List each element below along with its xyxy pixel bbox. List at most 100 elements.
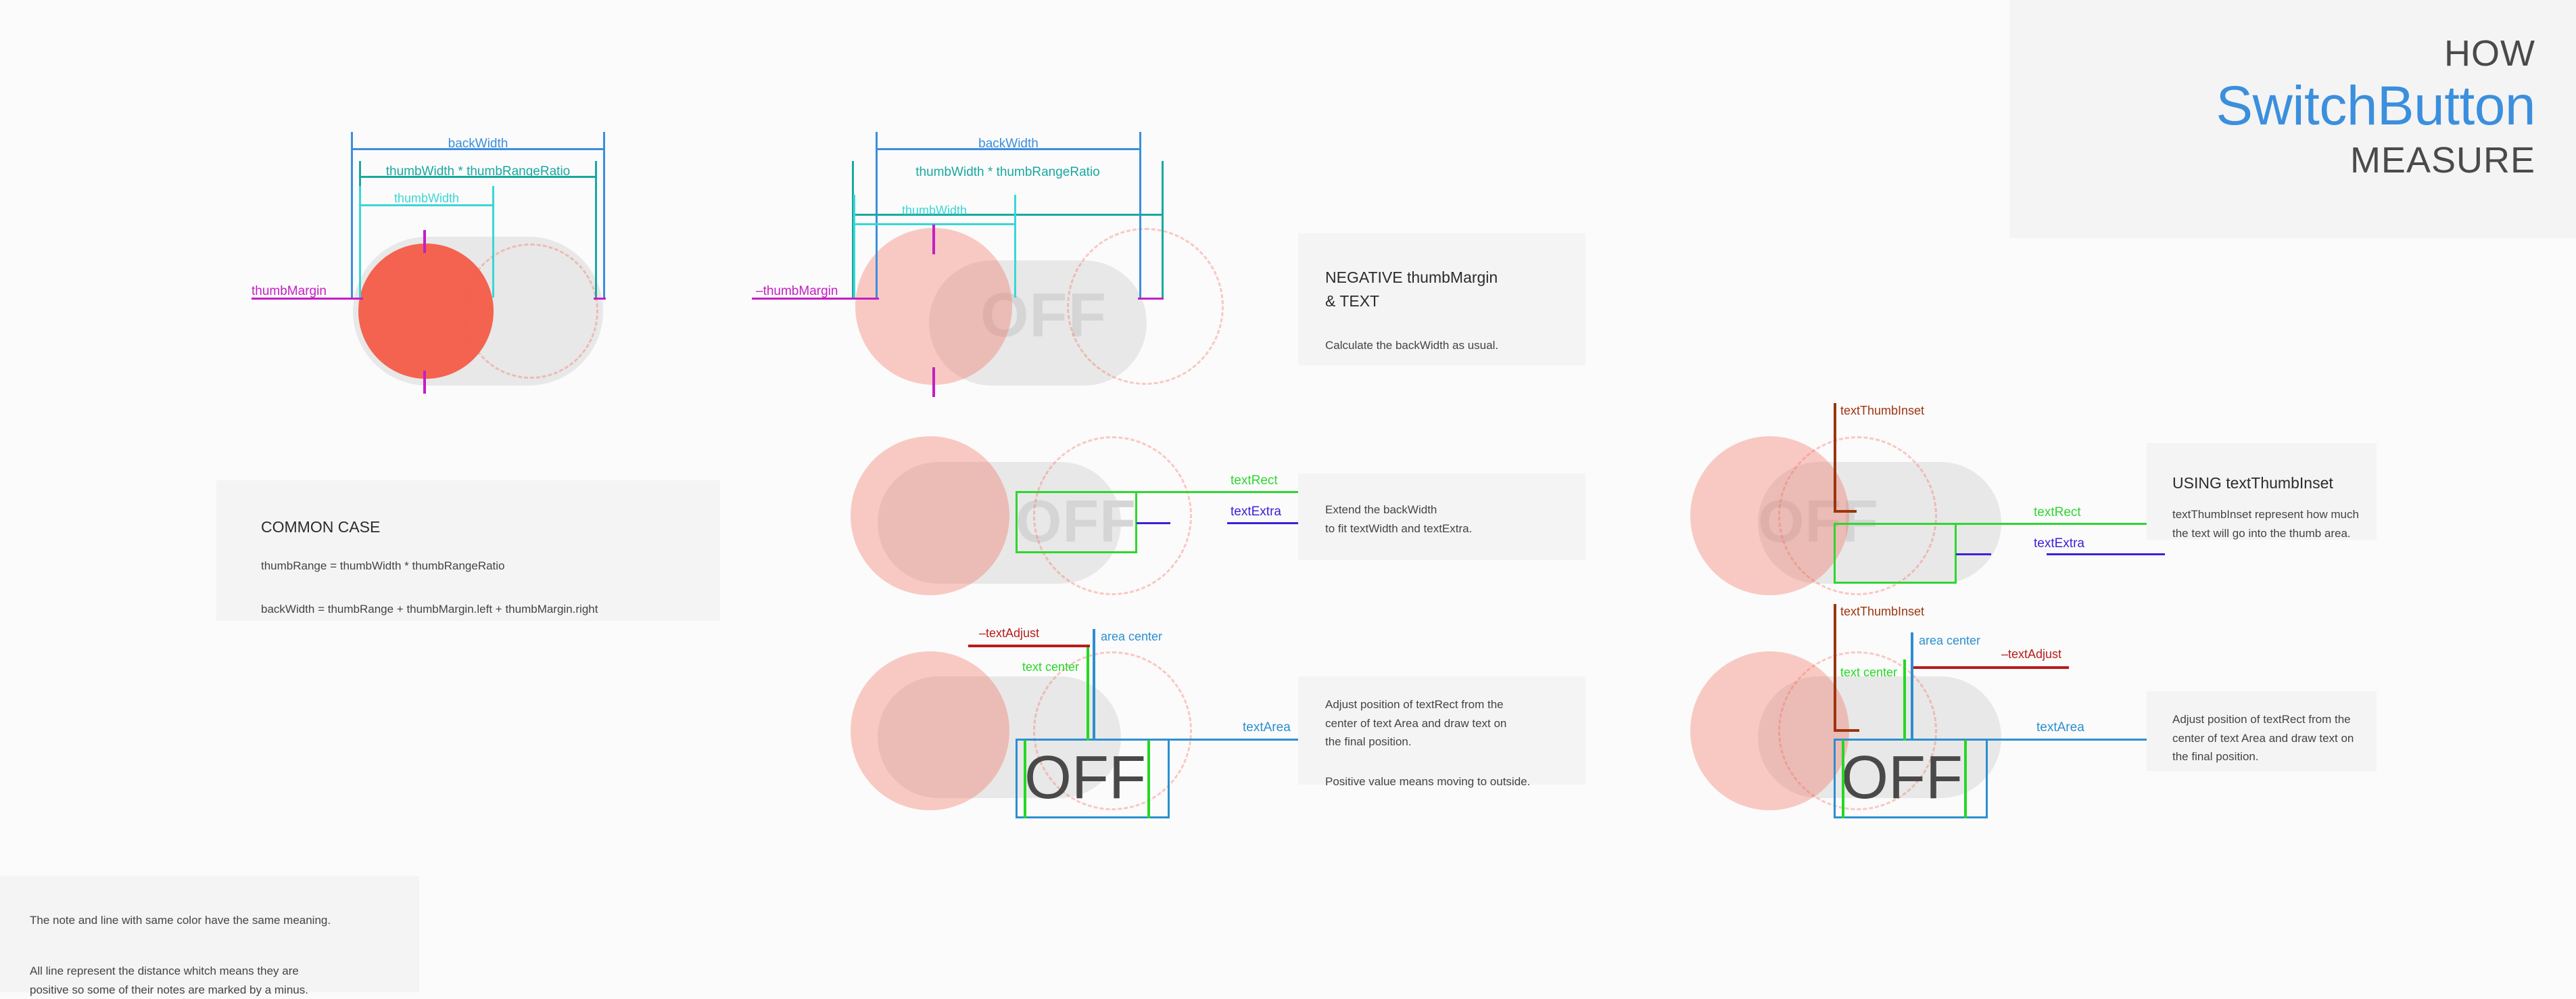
note-negative-margin-title: NEGATIVE thumbMargin & TEXT xyxy=(1325,269,1498,310)
backwidth-left-tick xyxy=(351,132,353,298)
thumbwidth-right-tick xyxy=(492,186,494,298)
diagram-text-thumb-inset: OFF textThumbInset textRect textExtra xyxy=(1690,403,2165,595)
area-center-line xyxy=(1093,629,1095,741)
note-card-adjust-middle: Adjust position of textRect from the cen… xyxy=(1298,676,1585,788)
text-adjust-label: –textAdjust xyxy=(2001,647,2062,661)
note-common-case-title: COMMON CASE xyxy=(261,518,381,536)
note-adjust-middle-body1: Adjust position of textRect from the cen… xyxy=(1325,698,1507,749)
thumbwidth-left-tick xyxy=(359,186,361,298)
neg-thumbmargin-bottom-tick xyxy=(932,367,935,397)
header-measure-label: MEASURE xyxy=(2350,140,2535,181)
note-extend-backwidth-body: Extend the backWidth to fit textWidth an… xyxy=(1325,503,1473,535)
diagram-text-rect-extra: OFF textRect textExtra xyxy=(0,0,1345,676)
thumbwidth-label: thumbWidth xyxy=(393,191,460,205)
note-card-using-inset: USING textThumbInset textThumbInset repr… xyxy=(2147,443,2377,540)
backwidth-span-line xyxy=(351,148,605,150)
text-area-leader-line xyxy=(1986,739,2164,741)
off-text: OFF xyxy=(1024,744,1146,812)
text-adjust-line xyxy=(1913,666,2069,669)
thumbrange-right-tick xyxy=(595,161,597,298)
backwidth-label: backWidth xyxy=(978,137,1039,151)
switch-thumb-ghost-outline xyxy=(1778,651,1937,810)
text-thumb-inset-vertical-line xyxy=(1834,403,1836,511)
backwidth-span-line xyxy=(876,148,1141,150)
area-center-label: area center xyxy=(1101,630,1163,643)
text-rect-leader-line xyxy=(1136,491,1345,493)
neg-thumbmargin-label: –thumbMargin xyxy=(756,284,838,298)
thumbrange-label: thumbWidth * thumbRangeRatio xyxy=(915,165,1100,179)
text-adjust-line xyxy=(968,645,1090,647)
footer-note-line1: The note and line with same color have t… xyxy=(30,914,331,927)
text-thumb-inset-label: textThumbInset xyxy=(1840,605,1925,618)
header-how-label: HOW xyxy=(2444,33,2535,74)
diagram-inset-text-area: textThumbInset textArea OFF text center … xyxy=(1690,604,2164,818)
thumbwidth-span-line xyxy=(853,223,1016,225)
thumbmargin-leader-line xyxy=(252,298,363,300)
text-center-label: text center xyxy=(1840,666,1898,679)
text-rect-box xyxy=(1834,523,1957,584)
thumbrange-span-line xyxy=(359,176,597,178)
header-text-group: HOW SwitchButton MEASURE xyxy=(2216,35,2535,179)
switch-thumb-ghost-outline xyxy=(1067,228,1224,385)
text-extra-label: textExtra xyxy=(1231,505,1281,519)
text-rect-leader-line xyxy=(1955,523,2165,525)
text-rect-label: textRect xyxy=(2034,505,2081,519)
diagram-negative-margin: OFF backWidth thumbWidth * thumbRangeRat… xyxy=(0,0,1224,419)
text-thumb-inset-label: textThumbInset xyxy=(1840,404,1925,417)
neg-thumbmargin-leader-line xyxy=(752,298,879,300)
thumbrange-right-tick xyxy=(1162,161,1164,298)
backwidth-label: backWidth xyxy=(448,137,508,151)
backwidth-right-tick xyxy=(603,132,605,298)
thumbmargin-right-line xyxy=(594,298,606,300)
note-using-inset-body: textThumbInset represent how much the te… xyxy=(2172,508,2359,540)
text-center-label: text center xyxy=(1022,660,1080,674)
note-card-extend-backwidth: Extend the backWidth to fit textWidth an… xyxy=(1298,473,1585,560)
note-common-case-line1: thumbRange = thumbWidth * thumbRangeRati… xyxy=(261,559,505,572)
thumbwidth-left-tick xyxy=(853,195,855,298)
off-text: OFF xyxy=(1841,744,1963,812)
switch-thumb-ghost-outline xyxy=(1033,436,1192,595)
text-adjust-label: –textAdjust xyxy=(979,626,1040,640)
diagram-text-area-adjust: textArea OFF text center area center –te… xyxy=(0,0,1345,866)
text-area-label: textArea xyxy=(2036,720,2084,735)
text-area-label: textArea xyxy=(1243,720,1291,735)
note-negative-margin-body: Calculate the backWidth as usual. xyxy=(1325,339,1499,352)
diagram-common-case: backWidth thumbWidth * thumbRangeRatio t… xyxy=(0,0,676,419)
text-center-right-line xyxy=(1147,740,1150,818)
thumbrange-left-tick xyxy=(852,161,854,298)
note-card-common-case: COMMON CASE thumbRange = thumbWidth * th… xyxy=(216,480,720,621)
text-extra-leader-line xyxy=(2047,553,2165,555)
note-adjust-middle-body2: Positive value means moving to outside. xyxy=(1325,775,1531,788)
note-common-case-line2: backWidth = thumbRange + thumbMargin.lef… xyxy=(261,603,598,615)
text-area-leader-line xyxy=(1168,739,1345,741)
switch-thumb-ghost-outline xyxy=(1778,436,1937,595)
area-center-line xyxy=(1911,632,1913,741)
text-thumb-inset-horizontal-line xyxy=(1834,510,1857,513)
neg-thumbmargin-top-tick xyxy=(932,225,935,254)
text-center-marker-line xyxy=(1087,645,1089,741)
text-extra-inner-line xyxy=(1956,553,1991,555)
switch-thumb xyxy=(851,651,1009,810)
thumbmargin-label: thumbMargin xyxy=(252,284,327,298)
text-rect-box xyxy=(1016,491,1137,553)
switch-thumb-ghost-outline xyxy=(463,243,598,379)
note-using-inset-title: USING textThumbInset xyxy=(2172,474,2333,492)
header-block: HOW SwitchButton MEASURE xyxy=(2009,0,2576,238)
switch-thumb-ghost-outline xyxy=(1033,651,1192,810)
note-adjust-right-body: Adjust position of textRect from the cen… xyxy=(2172,713,2354,764)
thumbmargin-top-tick xyxy=(423,230,426,253)
thumbrange-label: thumbWidth * thumbRangeRatio xyxy=(385,164,571,179)
note-card-adjust-right: Adjust position of textRect from the cen… xyxy=(2147,691,2377,771)
text-extra-label: textExtra xyxy=(2034,536,2084,551)
text-extra-leader-line xyxy=(1227,522,1345,524)
footer-note-line2: All line represent the distance whitch m… xyxy=(30,965,308,996)
text-center-left-line xyxy=(1024,740,1026,818)
text-extra-inner-line xyxy=(1137,522,1170,524)
text-rect-label: textRect xyxy=(1231,473,1278,488)
thumbwidth-label: thumbWidth xyxy=(901,204,968,217)
footer-note-card: The note and line with same color have t… xyxy=(0,876,419,996)
header-title: SwitchButton xyxy=(2216,75,2535,137)
area-center-label: area center xyxy=(1919,634,1981,647)
text-center-right-line xyxy=(1964,740,1967,818)
switch-thumb xyxy=(851,436,1009,595)
